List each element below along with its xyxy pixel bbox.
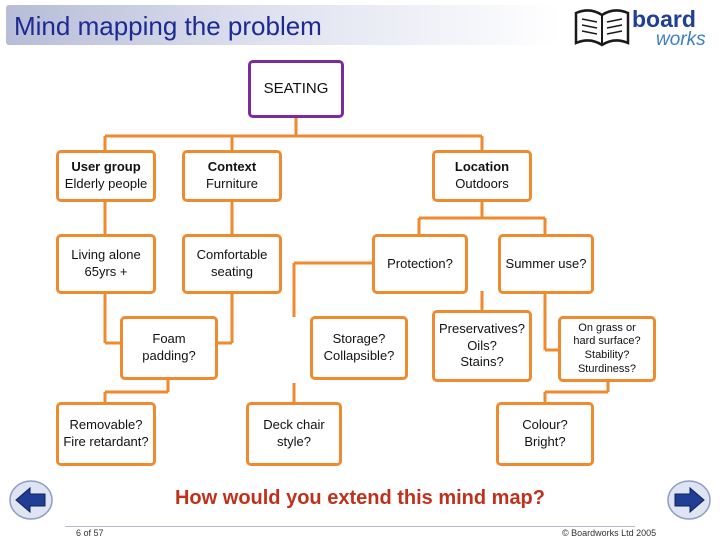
node-removable: Removable? Fire retardant? bbox=[56, 402, 156, 466]
node-value: Furniture bbox=[205, 176, 259, 191]
node-title: User group bbox=[71, 159, 141, 175]
node-location: Location Outdoors bbox=[432, 150, 532, 202]
node-storage: Storage? Collapsible? bbox=[310, 316, 408, 380]
node-surface: On grass or hard surface? Stability? Stu… bbox=[558, 316, 656, 382]
node-context: Context Furniture bbox=[182, 150, 282, 202]
node-comfortable-seating: Comfortable seating bbox=[182, 234, 282, 294]
logo-text-board: board bbox=[632, 6, 696, 32]
node-user-group: User group Elderly people bbox=[56, 150, 156, 202]
question-text: How would you extend this mind map? bbox=[174, 487, 545, 509]
logo-text-works: works bbox=[656, 29, 706, 49]
node-title: Context bbox=[207, 159, 257, 175]
page-counter: 6 of 57 bbox=[76, 528, 104, 538]
book-icon bbox=[574, 9, 630, 47]
node-title: Location bbox=[454, 159, 510, 175]
page-title: Mind mapping the problem bbox=[14, 11, 322, 41]
node-protection: Protection? bbox=[372, 234, 468, 294]
node-colour: Colour? Bright? bbox=[496, 402, 594, 466]
node-living-alone: Living alone 65yrs + bbox=[56, 234, 156, 294]
footer-divider bbox=[65, 526, 635, 527]
node-summer-use: Summer use? bbox=[498, 234, 594, 294]
node-deck-chair: Deck chair style? bbox=[246, 402, 342, 466]
previous-arrow-icon bbox=[9, 480, 53, 520]
boardworks-logo: board works bbox=[572, 3, 718, 50]
next-slide-button[interactable] bbox=[666, 478, 712, 522]
node-preservatives: Preservatives? Oils? Stains? bbox=[432, 310, 532, 382]
title-bar: Mind mapping the problem bbox=[6, 5, 561, 45]
next-arrow-icon bbox=[667, 480, 711, 520]
previous-slide-button[interactable] bbox=[8, 478, 54, 522]
node-foam-padding: Foam padding? bbox=[120, 316, 218, 380]
copyright-text: © Boardworks Ltd 2005 bbox=[562, 528, 657, 538]
node-value: Elderly people bbox=[64, 176, 148, 191]
node-value: Outdoors bbox=[455, 176, 509, 191]
node-seating: SEATING bbox=[248, 60, 344, 118]
